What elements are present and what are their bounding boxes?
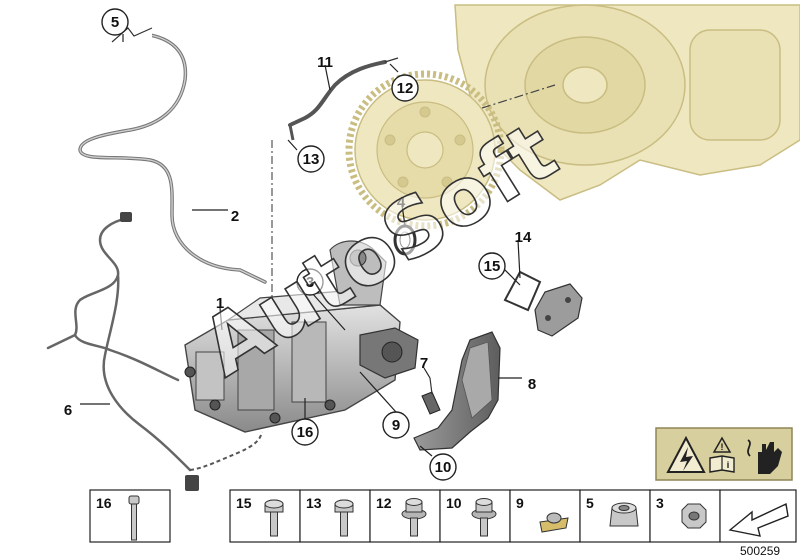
callout-number: 12: [397, 80, 414, 97]
callout-number: 7: [420, 355, 428, 372]
callout-circle: [391, 74, 419, 102]
legend-item-3: 3: [649, 489, 721, 543]
callout-number: 8: [528, 376, 536, 393]
arrow-icon: [728, 502, 789, 537]
callout-number: 3: [306, 274, 314, 291]
legend-number: 3: [656, 495, 664, 511]
svg-text:i: i: [727, 460, 730, 470]
bolt-short-icon: [264, 499, 284, 537]
harness-connector-top: [120, 212, 132, 222]
callout-number: 13: [303, 151, 320, 168]
axis-line: [481, 84, 556, 109]
legend-item-13: 13: [299, 489, 371, 543]
callout-circle: [101, 8, 129, 36]
legend-number: 12: [376, 495, 392, 511]
callout-number: 16: [297, 424, 314, 441]
callout-number: 11: [317, 54, 333, 71]
svg-text:!: !: [721, 442, 724, 452]
leader-lines: [80, 34, 522, 457]
callout-7: 7: [420, 355, 428, 372]
callout-1: 1: [216, 295, 224, 312]
callout-5: 5: [101, 8, 129, 36]
heat-shield-8: [413, 331, 501, 451]
callout-number: 9: [392, 417, 400, 434]
cable-2-highlight: [79, 34, 266, 283]
diagram-number: 500259: [740, 544, 780, 558]
harness-16-branch: [189, 431, 263, 471]
callout-14: 14: [515, 229, 532, 246]
direction-arrow-box: [719, 489, 797, 543]
callout-circle: [296, 268, 324, 296]
callout-circle: [429, 453, 457, 481]
callout-10: 10: [429, 453, 457, 481]
callout-8: 8: [528, 376, 536, 393]
legend-box: [229, 489, 301, 543]
glove-hazard-icon: [747, 439, 782, 474]
legend-number: 15: [236, 495, 252, 511]
bolt-collar-icon: [401, 498, 427, 537]
callout-4: 4: [397, 194, 406, 211]
transmission-housing: [454, 4, 800, 201]
callout-circle: [291, 418, 319, 446]
flywheel-ring-gear: [345, 70, 505, 230]
cover-14: [534, 283, 583, 337]
callout-16: 16: [291, 418, 319, 446]
legend-number: 5: [586, 495, 594, 511]
bolt-washer-icon: [471, 498, 497, 537]
cable-11-end: [384, 57, 399, 63]
legend-number: 13: [306, 495, 322, 511]
callout-12: 12: [391, 74, 419, 102]
electric-hazard-icon: [666, 435, 706, 473]
cable-11: [288, 60, 387, 127]
harness-6: [46, 216, 192, 472]
hex-nut-icon: [681, 503, 707, 529]
callout-number: 6: [64, 402, 72, 419]
callout-15: 15: [478, 252, 506, 280]
sensor-7: [421, 377, 441, 415]
legend-item-16: 16: [89, 489, 171, 543]
legend-number: 16: [96, 495, 112, 511]
legend-item-15: 15: [229, 489, 301, 543]
gasket-15: [503, 270, 542, 312]
callout-2: 2: [231, 208, 239, 225]
legend-box: [509, 489, 581, 543]
legend-number: 10: [446, 495, 462, 511]
callout-9: 9: [382, 411, 410, 439]
cable-2-break-mark: [111, 27, 153, 43]
callout-number: 5: [111, 14, 119, 31]
legend-number: 9: [516, 495, 524, 511]
callout-number: 15: [484, 258, 501, 275]
legend-item-9: 9: [509, 489, 581, 543]
bolt-flange-icon: [334, 499, 354, 537]
callout-3: 3: [296, 268, 324, 296]
callout-6: 6: [64, 402, 72, 419]
callout-number: 10: [435, 459, 452, 476]
clip-nut-icon: [539, 512, 569, 533]
bolt-long-icon: [128, 495, 140, 541]
cable-2: [78, 33, 267, 284]
cable-11-terminal: [288, 124, 295, 141]
legend-item-12: 12: [369, 489, 441, 543]
control-unit-body: [184, 240, 419, 433]
harness-connector: [185, 475, 199, 491]
warning-panel: ! i: [655, 427, 793, 481]
callout-number: 2: [231, 208, 239, 225]
callout-circle: [297, 145, 325, 173]
callout-circle: [382, 411, 410, 439]
callout-number: 1: [216, 295, 224, 312]
caution-manual-icon: ! i: [709, 436, 735, 473]
callout-circle: [478, 252, 506, 280]
cage-nut-icon: [609, 502, 639, 527]
legend-item-10: 10: [439, 489, 511, 543]
fastener-legend: 16 15 13 12 10 9 5 3: [89, 489, 721, 543]
callout-13: 13: [297, 145, 325, 173]
legend-box: [649, 489, 721, 543]
callout-number: 14: [515, 229, 532, 246]
legend-item-5: 5: [579, 489, 651, 543]
callout-number: 4: [397, 194, 406, 211]
callout-11: 11: [317, 54, 333, 71]
